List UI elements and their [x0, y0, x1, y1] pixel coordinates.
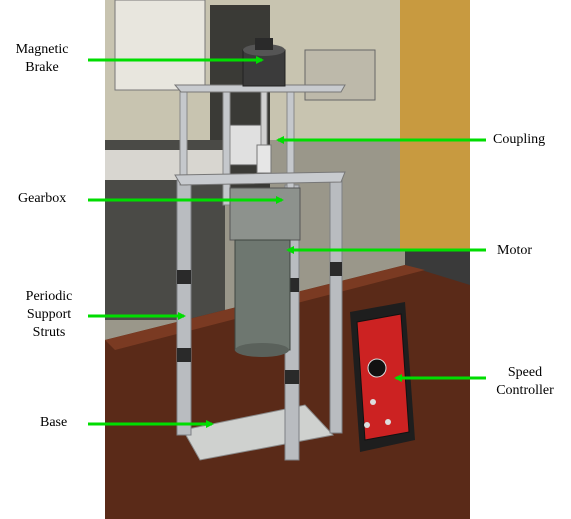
- gearbox: [229, 187, 301, 241]
- label-periodic-support-struts: Periodic Support Struts: [14, 288, 84, 342]
- label-speed-controller-line-1: Speed: [507, 365, 543, 380]
- strut-band: [330, 262, 342, 276]
- label-magnetic-brake: Magnetic Brake: [10, 41, 74, 77]
- label-speed-controller: Speed Controller: [485, 364, 565, 400]
- controller-switch: [385, 419, 391, 425]
- label-magnetic-brake-line-1: Magnetic: [15, 42, 69, 57]
- wall-poster: [114, 0, 206, 91]
- top-plate: [173, 84, 346, 93]
- label-magnetic-brake-line-2: Brake: [25, 60, 59, 75]
- label-periodic-line-2: Support: [26, 307, 72, 322]
- yellow-door: [400, 0, 470, 250]
- controller-switch: [364, 422, 370, 428]
- strut-band: [177, 348, 191, 362]
- label-periodic-line-3: Struts: [32, 325, 66, 340]
- label-motor: Motor: [497, 243, 532, 258]
- label-base: Base: [40, 415, 68, 430]
- controller-switch: [370, 399, 376, 405]
- motor-end: [235, 343, 289, 357]
- brake-cap: [255, 38, 273, 50]
- strut-band: [177, 270, 191, 284]
- label-periodic-line-1: Periodic: [25, 289, 73, 304]
- controller-faceplate: [356, 313, 410, 441]
- label-coupling: Coupling: [493, 132, 546, 147]
- mid-plate: [174, 171, 346, 186]
- motor: [234, 239, 291, 351]
- label-speed-controller-line-2: Controller: [496, 383, 554, 398]
- strut-band: [285, 370, 299, 384]
- apparatus-photo: [105, 0, 470, 519]
- controller-knob: [367, 358, 387, 378]
- label-gearbox: Gearbox: [18, 191, 67, 206]
